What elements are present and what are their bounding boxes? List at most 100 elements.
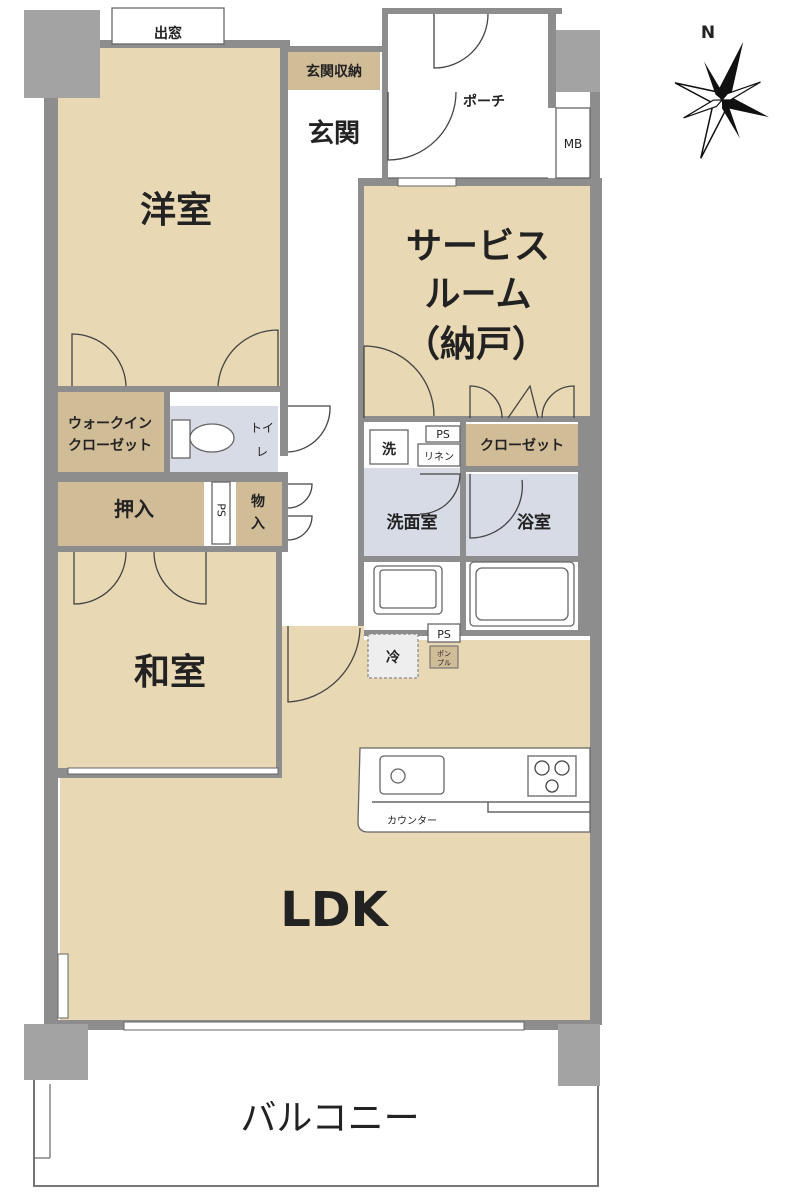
bay-window — [111, 7, 225, 45]
compass: N — [674, 23, 769, 159]
wall-hall-right — [358, 178, 364, 626]
label-pump-2: プル — [437, 659, 451, 667]
label-storage-2: 入 — [251, 516, 265, 532]
service-room-area — [364, 186, 590, 416]
wall-oshiire-bottom — [58, 546, 288, 552]
pillar-top-left — [24, 10, 100, 98]
door-service — [363, 345, 435, 418]
label-walk-in-closet-2: クローゼット — [68, 437, 152, 454]
toilet-tank — [171, 419, 191, 459]
label-pump-1: ポン — [437, 650, 451, 658]
washbasin-bowl — [379, 569, 437, 609]
compass-north-label: N — [701, 23, 715, 43]
window-japanese — [67, 767, 279, 775]
label-toilet-1: トイ — [250, 421, 274, 435]
label-linen: リネン — [424, 451, 454, 463]
wall-japanese-right — [276, 552, 282, 774]
wall-wic-right — [164, 392, 170, 476]
stove-burners — [534, 760, 570, 793]
ldk-area — [60, 626, 590, 1022]
door-japanese-2 — [153, 551, 207, 605]
ldk-small-window — [57, 953, 69, 1019]
wall-storage-right — [282, 482, 288, 552]
door-entrance — [387, 91, 457, 161]
door-western-1 — [71, 333, 127, 387]
stove — [527, 755, 577, 797]
storage-area — [236, 482, 282, 546]
label-ps-2: PS — [437, 628, 451, 641]
door-porch — [433, 13, 489, 69]
door-wash — [419, 473, 461, 515]
label-service-room-1: サービス — [406, 226, 550, 267]
washroom-area — [364, 468, 462, 558]
ps-box-2 — [427, 623, 461, 643]
wall-mb-right — [590, 100, 598, 180]
wall-service-top — [358, 178, 598, 186]
label-washer: 洗 — [382, 441, 396, 458]
pillar-bottom-right — [558, 1024, 600, 1086]
oshiire-area — [58, 482, 204, 546]
wall-wash-bath — [460, 422, 466, 636]
label-counter: カウンター — [387, 815, 437, 827]
hallway-area — [288, 178, 358, 618]
wall-bath-bottom — [364, 630, 590, 636]
label-oshiire: 押入 — [114, 497, 154, 521]
door-closet-2 — [541, 385, 575, 419]
linen-box — [417, 443, 461, 467]
wall-porch-left — [382, 8, 388, 180]
label-ldk: LDK — [280, 882, 389, 938]
labels: 洋室 サービス ルーム （納戸） 和室 LDK 玄関 玄関収納 ポーチ MB ウ… — [68, 25, 582, 1139]
wall-right — [590, 178, 602, 1025]
label-balcony: バルコニー — [240, 1098, 419, 1139]
label-western-room: 洋室 — [140, 190, 212, 231]
balcony-outline — [33, 1080, 599, 1187]
door-western-2 — [217, 329, 279, 387]
door-bath — [469, 474, 523, 539]
pump-box — [429, 645, 459, 669]
label-ps-1: PS — [436, 428, 450, 441]
toilet-bowl — [189, 423, 235, 453]
label-porch: ポーチ — [463, 93, 505, 110]
door-toilet — [287, 405, 331, 453]
wall-porch-top — [382, 8, 562, 14]
closet-area — [466, 424, 578, 466]
pillar-top-right — [554, 30, 600, 92]
label-entrance: 玄関 — [308, 118, 360, 149]
fixtures — [33, 107, 599, 1187]
label-toilet-2: レ — [256, 445, 268, 459]
label-meter-box: MB — [564, 137, 583, 151]
door-storage — [287, 483, 313, 541]
washer-space — [369, 429, 409, 465]
entrance-storage-area — [288, 52, 380, 90]
label-service-room-3: （納戸） — [404, 324, 548, 365]
fridge-space — [367, 633, 419, 679]
western-room-area — [58, 48, 280, 388]
wall-western-right — [280, 48, 288, 456]
door-ldk — [287, 626, 361, 703]
label-japanese-room: 和室 — [134, 652, 206, 693]
wall-porch-right — [548, 8, 556, 108]
window-ldk-bottom — [123, 1021, 525, 1031]
windows — [67, 7, 525, 1031]
bathtub-inner — [475, 567, 569, 621]
label-bay-window: 出窓 — [154, 25, 182, 42]
door-japanese-1 — [73, 551, 127, 605]
wall-entrance-top — [288, 46, 388, 52]
ps-box-1 — [425, 425, 461, 443]
wall-closet-bottom — [462, 466, 590, 472]
door-closet-1 — [469, 385, 503, 419]
label-ps-vertical: PS — [215, 503, 228, 517]
wall-western-bottom — [58, 386, 288, 392]
meter-box — [555, 107, 591, 179]
wall-left — [44, 40, 58, 1025]
label-washroom: 洗面室 — [387, 512, 438, 533]
doors — [71, 13, 575, 703]
label-service-room-2: ルーム — [425, 274, 532, 315]
room-fills — [58, 48, 590, 1022]
pillar-bottom-left — [24, 1024, 88, 1080]
counter-ledge — [372, 801, 590, 813]
wall-service-bottom — [358, 416, 590, 422]
walk-in-closet-area — [58, 392, 164, 472]
window-service-top — [397, 177, 457, 187]
